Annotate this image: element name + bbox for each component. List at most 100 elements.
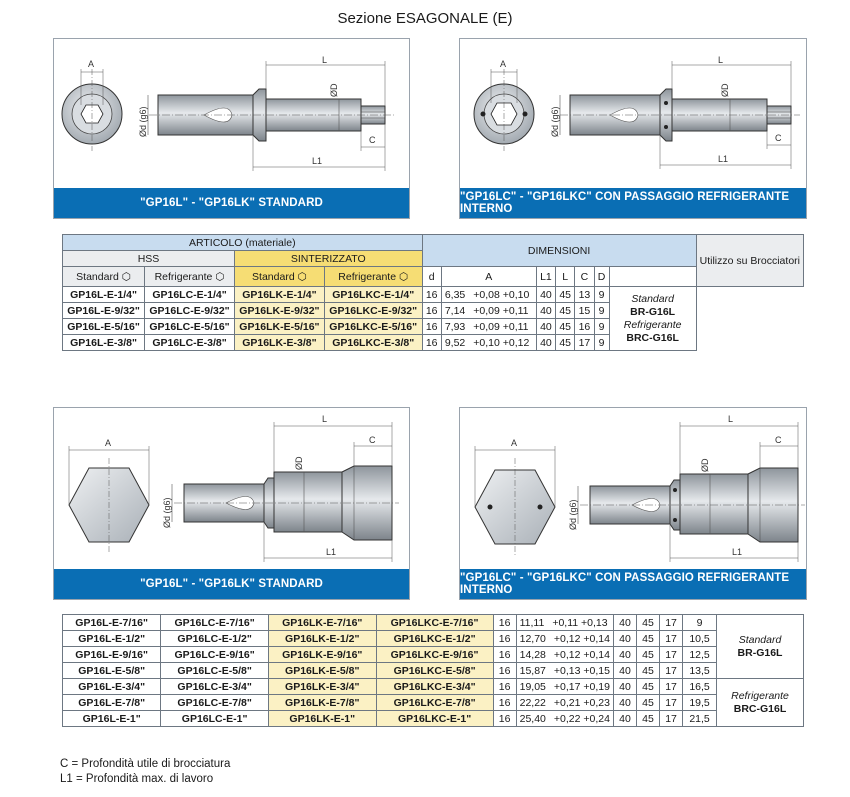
a-tolerance: +0,22 +0,24 xyxy=(553,712,610,725)
hss-standard-code: GP16L-E-1/2" xyxy=(61,630,162,647)
dim-a-label: A xyxy=(105,438,111,448)
dim-d-label: ØD xyxy=(720,83,730,97)
sint-refrigerante-code: GP16LKC-E-5/8" xyxy=(375,662,494,679)
a-value: 11,11 xyxy=(519,616,545,629)
l-value: 45 xyxy=(635,710,661,727)
table-body: GP16L-E-1/4"GP16LC-E-1/4"GP16LK-E-1/4"GP… xyxy=(61,286,804,351)
hss-standard-code: GP16L-E-7/8" xyxy=(61,694,162,711)
l1-value: 40 xyxy=(612,678,638,695)
standard-col-header: Standard ⬡ xyxy=(233,266,325,287)
l1-value: 40 xyxy=(535,334,557,351)
panel-caption: "GP16LC" - "GP16LKC" CON PASSAGGIO REFRI… xyxy=(460,569,806,599)
d-value: 16 xyxy=(492,662,517,679)
a-cell: 7,93+0,09 +0,11 xyxy=(440,318,537,335)
d2-value: 16,5 xyxy=(682,678,717,695)
hss-standard-code: GP16L-E-3/4" xyxy=(61,678,162,695)
dim-l1-label: L1 xyxy=(326,547,336,557)
table-row: GP16L-E-9/16"GP16LC-E-9/16"GP16LK-E-9/16… xyxy=(61,646,804,663)
hss-standard-code: GP16L-E-9/16" xyxy=(61,646,162,663)
tool-drawing: A L C ØD Ød (g6) L1 xyxy=(474,414,805,562)
dim-a-label: A xyxy=(88,59,94,69)
standard-col-header: Standard ⬡ xyxy=(61,266,146,287)
d-value: 16 xyxy=(421,334,442,351)
hss-refrigerante-code: GP16LC-E-5/16" xyxy=(144,318,235,335)
l1-value: 40 xyxy=(612,614,638,631)
articolo-header: ARTICOLO (materiale) xyxy=(62,234,423,251)
l1-value: 40 xyxy=(612,662,638,679)
dim-l1-label: L1 xyxy=(732,547,742,557)
a-cell: 15,87+0,13 +0,15 xyxy=(515,662,614,679)
sint-refrigerante-code: GP16LKC-E-5/16" xyxy=(323,318,423,335)
panel-caption: "GP16L" - "GP16LK" STANDARD xyxy=(54,188,409,218)
a-value: 7,14 xyxy=(444,304,466,317)
d2-value: 21,5 xyxy=(682,710,717,727)
l-value: 45 xyxy=(635,662,661,679)
a-cell: 9,52+0,10 +0,12 xyxy=(440,334,537,351)
dim-c-label: C xyxy=(775,435,782,445)
d-value: 16 xyxy=(492,678,517,695)
a-value: 15,87 xyxy=(519,664,546,677)
hss-refrigerante-code: GP16LC-E-1/2" xyxy=(160,630,269,647)
hex-coolant-icon: ⬡ xyxy=(398,270,409,283)
c-value: 17 xyxy=(659,630,684,647)
dim-d-label: ØD xyxy=(329,83,339,97)
usage-refrig-code: BRC-G16L xyxy=(626,331,679,344)
col-d: d xyxy=(421,266,442,287)
dim-d-g6-label: Ød (g6) xyxy=(138,106,148,137)
d2-value: 12,5 xyxy=(682,646,717,663)
a-value: 25,40 xyxy=(519,712,546,725)
hss-refrigerante-code: GP16LC-E-3/4" xyxy=(160,678,269,695)
tool-drawing: A L ØD Ød (g6) C L1 xyxy=(61,55,394,171)
sint-refrigerante-code: GP16LKC-E-3/4" xyxy=(375,678,494,695)
a-value: 14,28 xyxy=(519,648,546,661)
l1-value: 40 xyxy=(535,302,557,319)
dim-l-label: L xyxy=(728,414,733,424)
dim-l1-label: L1 xyxy=(312,156,322,166)
table-row: GP16L-E-3/4"GP16LC-E-3/4"GP16LK-E-3/4"GP… xyxy=(61,678,804,727)
usage-refrig-label: Refrigerante xyxy=(623,318,682,331)
d-value: 16 xyxy=(492,630,517,647)
d2-value: 9 xyxy=(593,334,610,351)
a-cell: 14,28 +0,12 +0,14 xyxy=(515,646,614,663)
refrigerante-col-header: Refrigerante ⬡ xyxy=(323,266,423,287)
footnotes: C = Profondità utile di brocciatura L1 =… xyxy=(60,757,230,787)
dim-c-label: C xyxy=(369,435,376,445)
hss-refrigerante-code: GP16LC-E-9/16" xyxy=(160,646,269,663)
c-value: 17 xyxy=(659,678,684,695)
a-tolerance: +0,09 +0,11 xyxy=(473,304,529,317)
d-value: 16 xyxy=(492,694,517,711)
a-tolerance: +0,10 +0,12 xyxy=(473,336,530,349)
refrigerante-col-header: Refrigerante ⬡ xyxy=(144,266,235,287)
hss-standard-code: GP16L-E-1/4" xyxy=(61,286,146,303)
drawing-panel-standard-small: A L ØD Ød (g6) C L1 "GP16L" - "GP16LK" S… xyxy=(53,38,410,219)
c-value: 17 xyxy=(659,694,684,711)
l1-value: 40 xyxy=(612,694,638,711)
d2-value: 13,5 xyxy=(682,662,717,679)
sint-standard-code: GP16LK-E-5/8" xyxy=(267,662,377,679)
hss-refrigerante-code: GP16LC-E-7/16" xyxy=(160,614,269,631)
d-value: 16 xyxy=(492,646,517,663)
a-tolerance: +0,12 +0,14 xyxy=(553,648,610,661)
sint-standard-code: GP16LK-E-9/16" xyxy=(267,646,377,663)
sint-standard-code: GP16LK-E-3/4" xyxy=(267,678,377,695)
d2-value: 19,5 xyxy=(682,694,717,711)
a-value: 19,05 xyxy=(519,680,546,693)
usage-standard-label: Standard xyxy=(738,633,782,646)
hss-standard-code: GP16L-E-5/8" xyxy=(61,662,162,679)
dim-l-label: L xyxy=(322,414,327,424)
dim-d-g6-label: Ød (g6) xyxy=(550,106,560,137)
l-value: 45 xyxy=(635,614,661,631)
hex-icon: ⬡ xyxy=(297,270,307,283)
spec-table-small: ARTICOLO (materiale) DIMENSIONI Utilizzo… xyxy=(61,234,805,351)
drawing-panel-coolant-small: A L ØD Ød (g6) C L1 "GP16LC" - "GP16LKC"… xyxy=(459,38,807,219)
dim-c-label: C xyxy=(775,133,782,143)
dim-c-label: C xyxy=(369,135,376,145)
table-row: GP16L-E-5/8"GP16LC-E-5/8"GP16LK-E-5/8"GP… xyxy=(61,662,804,679)
d2-value: 9 xyxy=(682,614,717,631)
a-value: 12,70 xyxy=(519,632,546,645)
panel-caption: "GP16L" - "GP16LK" STANDARD xyxy=(54,569,409,599)
l-value: 45 xyxy=(635,678,661,695)
dim-l-label: L xyxy=(322,55,327,65)
l1-value: 40 xyxy=(535,318,557,335)
